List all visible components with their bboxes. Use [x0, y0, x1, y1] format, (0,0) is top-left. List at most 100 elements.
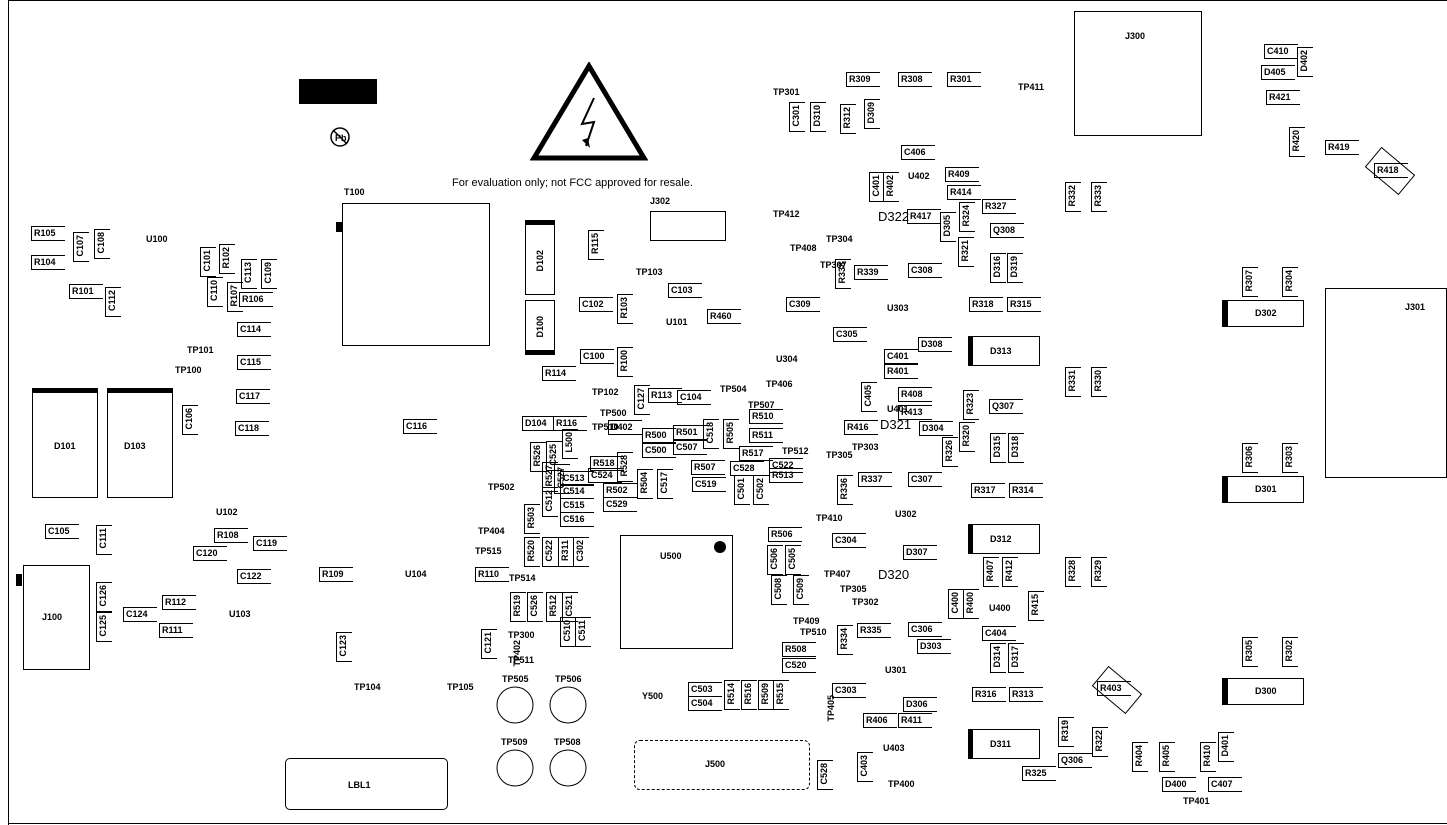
designator-r106: R106: [242, 294, 264, 304]
designator-c108: C108: [96, 232, 106, 254]
footprint-c308: [908, 263, 942, 278]
designator-c514: C514: [563, 486, 585, 496]
connector-j300: [1074, 11, 1202, 136]
footprint-d401: [1218, 732, 1234, 762]
test-point-pads: [496, 686, 587, 787]
footprint-r501: [673, 425, 707, 440]
footprint-r410: [1200, 742, 1216, 772]
footprint-c522: [542, 537, 558, 567]
footprint-q308: [990, 223, 1024, 238]
footprint-r510: [749, 409, 783, 424]
transformer-t100: [342, 203, 490, 346]
designator-r113: R113: [651, 390, 673, 400]
footprint-r507: [691, 460, 725, 475]
footprint-d306: [903, 697, 937, 712]
designator-r109: R109: [322, 569, 344, 579]
footprint-r316: [972, 687, 1006, 702]
footprint-c509: [793, 575, 809, 605]
footprint-r320: [959, 422, 975, 452]
footprint-c526: [527, 592, 543, 622]
designator-r303: R303: [1284, 446, 1294, 468]
designator-u400: U400: [989, 603, 1011, 613]
designator-d304: D304: [922, 423, 944, 433]
designator-r318: R318: [972, 299, 994, 309]
designator-c507: C507: [676, 442, 698, 452]
footprint-r416: [844, 420, 878, 435]
designator-r311: R311: [560, 540, 570, 562]
designator-tp303: TP303: [852, 442, 879, 452]
designator-r411: R411: [901, 715, 923, 725]
designator-r312: R312: [842, 107, 852, 129]
footprint-r328: [1065, 557, 1081, 587]
designator-c116: C116: [406, 421, 428, 431]
footprint-c106: [182, 405, 198, 435]
footprint-r419: [1325, 140, 1359, 155]
designator-c512: C512: [544, 490, 554, 512]
designator-c119: C119: [256, 538, 278, 548]
footprint-c124: [123, 607, 157, 622]
designator-r313: R313: [1012, 689, 1034, 699]
footprint-r104: [31, 255, 65, 270]
designator-r338: R338: [837, 262, 847, 284]
footprint-r334: [837, 625, 853, 655]
designator-c518: C518: [705, 422, 715, 444]
footprint-r305: [1242, 637, 1258, 667]
footprint-r335: [857, 623, 891, 638]
footprint-r303: [1282, 443, 1298, 473]
footprint-r513: [769, 468, 803, 483]
footprint-r408: [898, 387, 932, 402]
designator-c511: C511: [577, 620, 587, 642]
label-d101: D101: [54, 441, 76, 451]
designator-tp510: TP510: [592, 422, 619, 432]
designator-c403: C403: [859, 755, 869, 777]
designator-r320: R320: [961, 425, 971, 447]
footprint-c116: [403, 419, 437, 434]
designator-tp510: TP510: [800, 627, 827, 637]
footprint-r511: [749, 428, 783, 443]
cathode-bar: [1222, 678, 1228, 705]
footprint-r418: [1374, 163, 1408, 178]
designator-r316: R316: [975, 689, 997, 699]
cathode-bar: [525, 220, 555, 225]
designator-c522: C522: [772, 460, 794, 470]
designator-c502: C502: [755, 478, 765, 500]
designator-d317: D317: [1010, 646, 1020, 668]
designator-c529: C529: [606, 499, 628, 509]
footprint-c127: [634, 385, 650, 415]
designator-r517: R517: [742, 448, 764, 458]
designator-c404: C404: [985, 628, 1007, 638]
label-d302: D302: [1255, 308, 1277, 318]
designator-c509: C509: [795, 578, 805, 600]
designator-r508: R508: [785, 644, 807, 654]
designator-c528: C528: [733, 463, 755, 473]
designator-r406: R406: [866, 715, 888, 725]
designator-u303: U303: [887, 303, 909, 313]
footprint-r404: [1132, 742, 1148, 772]
footprint-r319: [1058, 717, 1074, 747]
designator-c505: C505: [787, 548, 797, 570]
designator-r520: R520: [526, 540, 536, 562]
designator-r400: R400: [965, 592, 975, 614]
footprint-r420: [1289, 127, 1305, 157]
designator-c113: C113: [243, 262, 253, 284]
designator-d308: D308: [921, 339, 943, 349]
designator-d305: D305: [942, 215, 952, 237]
designator-r104: R104: [34, 257, 56, 267]
footprint-r111: [159, 623, 193, 638]
footprint-d319: [1007, 253, 1023, 283]
designator-tp508: TP508: [554, 737, 581, 747]
designator-q307: Q307: [992, 401, 1015, 411]
designator-tp100: TP100: [175, 365, 202, 375]
footprint-c500: [642, 443, 676, 458]
footprint-c101: [200, 247, 216, 277]
designator-u401: U401: [887, 404, 909, 414]
designator-tp406: TP406: [766, 379, 793, 389]
designator-c122: C122: [240, 571, 262, 581]
footprint-r414: [947, 185, 981, 200]
designator-c508: C508: [773, 578, 783, 600]
designator-d402: D402: [611, 422, 633, 432]
designator-r515: R515: [775, 683, 785, 705]
designator-r414: R414: [950, 187, 972, 197]
designator-c301: C301: [791, 105, 801, 127]
footprint-c100: [580, 349, 614, 364]
